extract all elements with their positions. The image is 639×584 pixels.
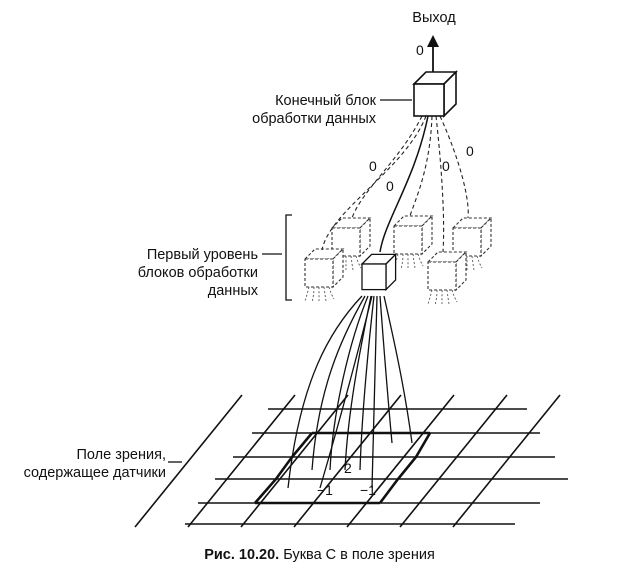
connection-line-solid — [379, 115, 429, 253]
field-label-line: Поле зрения, — [76, 447, 167, 463]
first-level-block-dashed — [427, 251, 467, 306]
weight-cell-center: 2 — [344, 460, 352, 476]
first-level-label-line: данных — [207, 283, 258, 299]
connection-lines-dashed — [321, 115, 469, 253]
output-label: Выход — [412, 10, 456, 26]
weight-cell-left: −1 — [317, 482, 333, 498]
letter-c-outline — [254, 431, 432, 505]
final-block-label: Конечный блок обработки данных — [200, 92, 376, 128]
first-level-block-dashed — [304, 248, 344, 303]
final-block-label-line: Конечный блок — [275, 93, 376, 109]
weight-connection: 0 — [369, 158, 377, 174]
weight-connection: 0 — [466, 143, 474, 159]
sensor-wires — [287, 295, 413, 489]
caption-number: Рис. 10.20. — [204, 547, 280, 563]
output-arrow — [427, 35, 439, 74]
label-pointers — [168, 99, 412, 463]
weight-output: 0 — [416, 42, 424, 58]
figure-caption: Рис. 10.20. Буква С в поле зрения — [0, 547, 639, 563]
first-level-block-dashed — [393, 215, 433, 270]
first-level-label: Первый уровень блоков обработки данных — [100, 246, 258, 300]
first-level-label-line: блоков обработки — [137, 265, 258, 281]
final-block-label-line: обработки данных — [252, 111, 376, 127]
final-processing-block — [413, 71, 457, 117]
first-level-block-active — [361, 253, 397, 291]
weight-connection: 0 — [386, 178, 394, 194]
first-level-label-line: Первый уровень — [146, 247, 258, 263]
weight-connection: 0 — [442, 158, 450, 174]
field-label-line: содержащее датчики — [23, 465, 166, 481]
field-label: Поле зрения, содержащее датчики — [0, 446, 166, 482]
caption-text: Буква С в поле зрения — [283, 547, 435, 563]
weight-cell-right: −1 — [360, 482, 376, 498]
